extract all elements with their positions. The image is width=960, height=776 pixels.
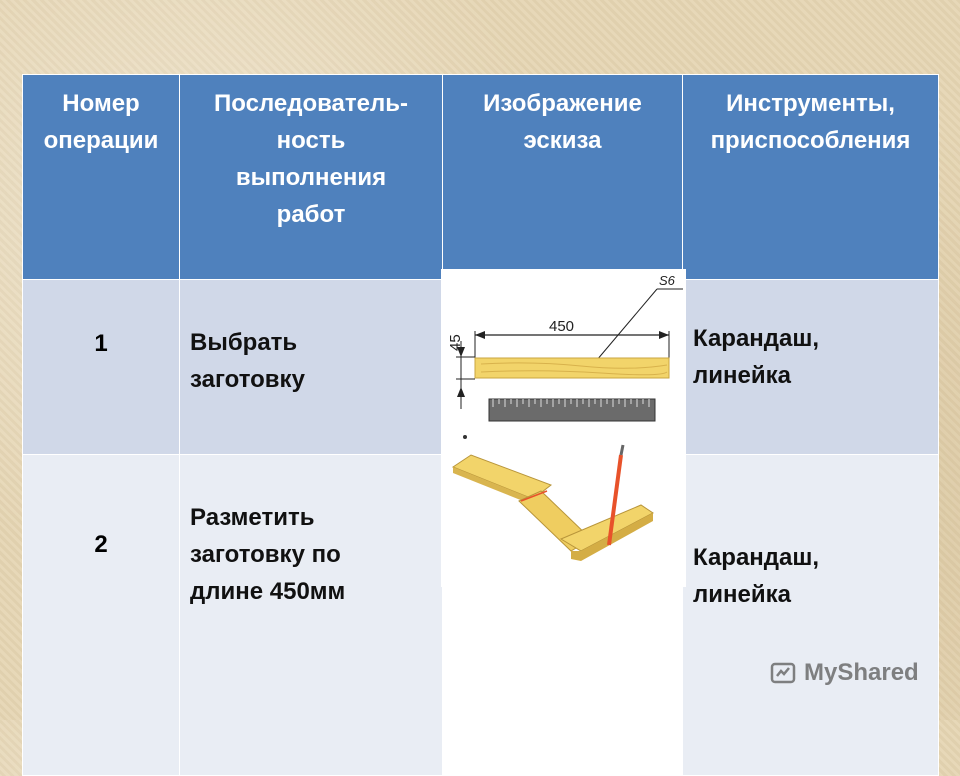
step-line: длине 450мм: [190, 578, 346, 605]
header-line: ность: [276, 127, 346, 154]
square-arm-edge: [453, 467, 533, 505]
leader-line: [590, 288, 658, 368]
marking-line: [520, 490, 548, 502]
operation-number: 1: [22, 279, 180, 455]
header-tools: Инструменты, приспособления: [682, 74, 939, 280]
dimension-height-label: 45: [447, 334, 464, 351]
sketch-image: 450 45 S6: [441, 269, 686, 587]
watermark-text: MyShared: [804, 659, 919, 686]
surface-mark-label: S6: [659, 273, 676, 288]
myshared-logo-icon: [770, 662, 796, 684]
header-line: выполнения: [235, 164, 387, 191]
header-line: Номер: [62, 90, 140, 117]
step-line: заготовку: [190, 366, 305, 393]
dimension-arrow: [457, 347, 465, 357]
tool-line: линейка: [693, 362, 791, 389]
operation-steps: Разметить заготовку по длине 450мм: [179, 454, 443, 776]
step-line: Выбрать: [190, 329, 298, 356]
dimension-length-label: 450: [549, 318, 574, 335]
dimension-arrow: [659, 331, 669, 339]
header-sketch: Изображение эскиза: [442, 74, 683, 280]
pencil: [607, 454, 623, 546]
tool-line: Карандаш,: [693, 544, 820, 571]
operation-number: 2: [22, 454, 180, 776]
header-operation-number: Номер операции: [22, 74, 180, 280]
step-line: заготовку по: [190, 541, 341, 568]
square-arm: [451, 454, 553, 500]
header-sequence: Последователь- ность выполнения работ: [179, 74, 443, 280]
header-line: приспособления: [710, 127, 911, 154]
header-line: Последователь-: [214, 90, 408, 117]
header-row: Номер операции Последователь- ность выпо…: [22, 74, 939, 280]
header-line: эскиза: [523, 127, 602, 154]
pencil-tip: [619, 444, 625, 456]
step-line: Разметить: [190, 504, 315, 531]
wood-grain: [480, 362, 668, 376]
ruler-ticks: [492, 399, 650, 407]
watermark: MyShared: [768, 658, 919, 688]
header-line: работ: [276, 201, 346, 228]
marker-dot: [463, 435, 467, 439]
dimension-arrow: [475, 331, 485, 339]
tool-line: линейка: [693, 581, 791, 608]
operation-steps: Выбрать заготовку: [179, 279, 443, 455]
header-line: операции: [43, 127, 159, 154]
tool-line: Карандаш,: [693, 325, 820, 352]
sketch-drawing: 450 45 S6: [447, 273, 683, 561]
operation-tools: Карандаш, линейка: [682, 279, 939, 455]
ruler: [488, 398, 656, 422]
dimension-arrow: [457, 387, 465, 397]
operation-tools: Карандаш, линейка: [682, 454, 939, 776]
header-line: Инструменты,: [726, 90, 895, 117]
header-line: Изображение: [483, 90, 642, 117]
